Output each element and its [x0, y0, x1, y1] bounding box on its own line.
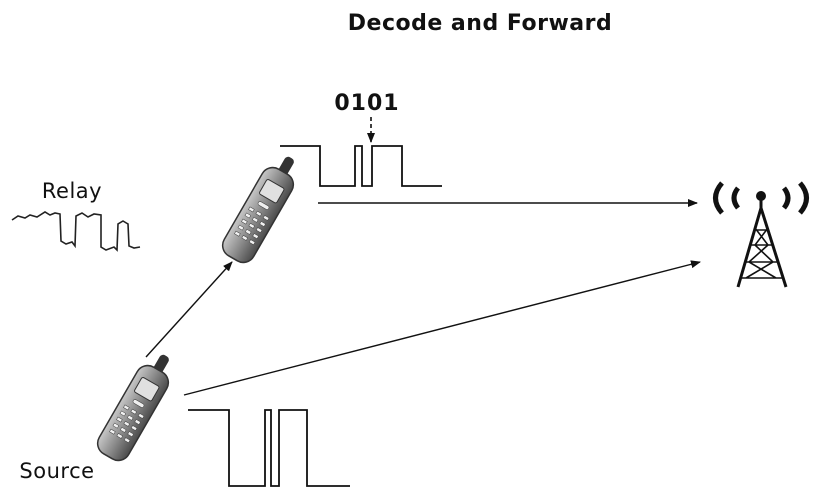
relay-noisy-waveform: [11, 211, 141, 252]
source-phone-icon: [92, 346, 182, 466]
relay-phone-icon: [217, 148, 307, 268]
source-to-base-station-link: [183, 260, 701, 396]
diagram-title: Decode and Forward: [348, 11, 612, 36]
relay-decoded-waveform: [280, 145, 442, 187]
decoded-bits-label: 0101: [334, 91, 399, 116]
source-waveform: [188, 409, 350, 487]
relay-label: Relay: [42, 179, 102, 203]
source-to-relay-link: [145, 261, 233, 358]
cell-tower-icon: [713, 181, 809, 288]
source-label: Source: [19, 459, 94, 483]
